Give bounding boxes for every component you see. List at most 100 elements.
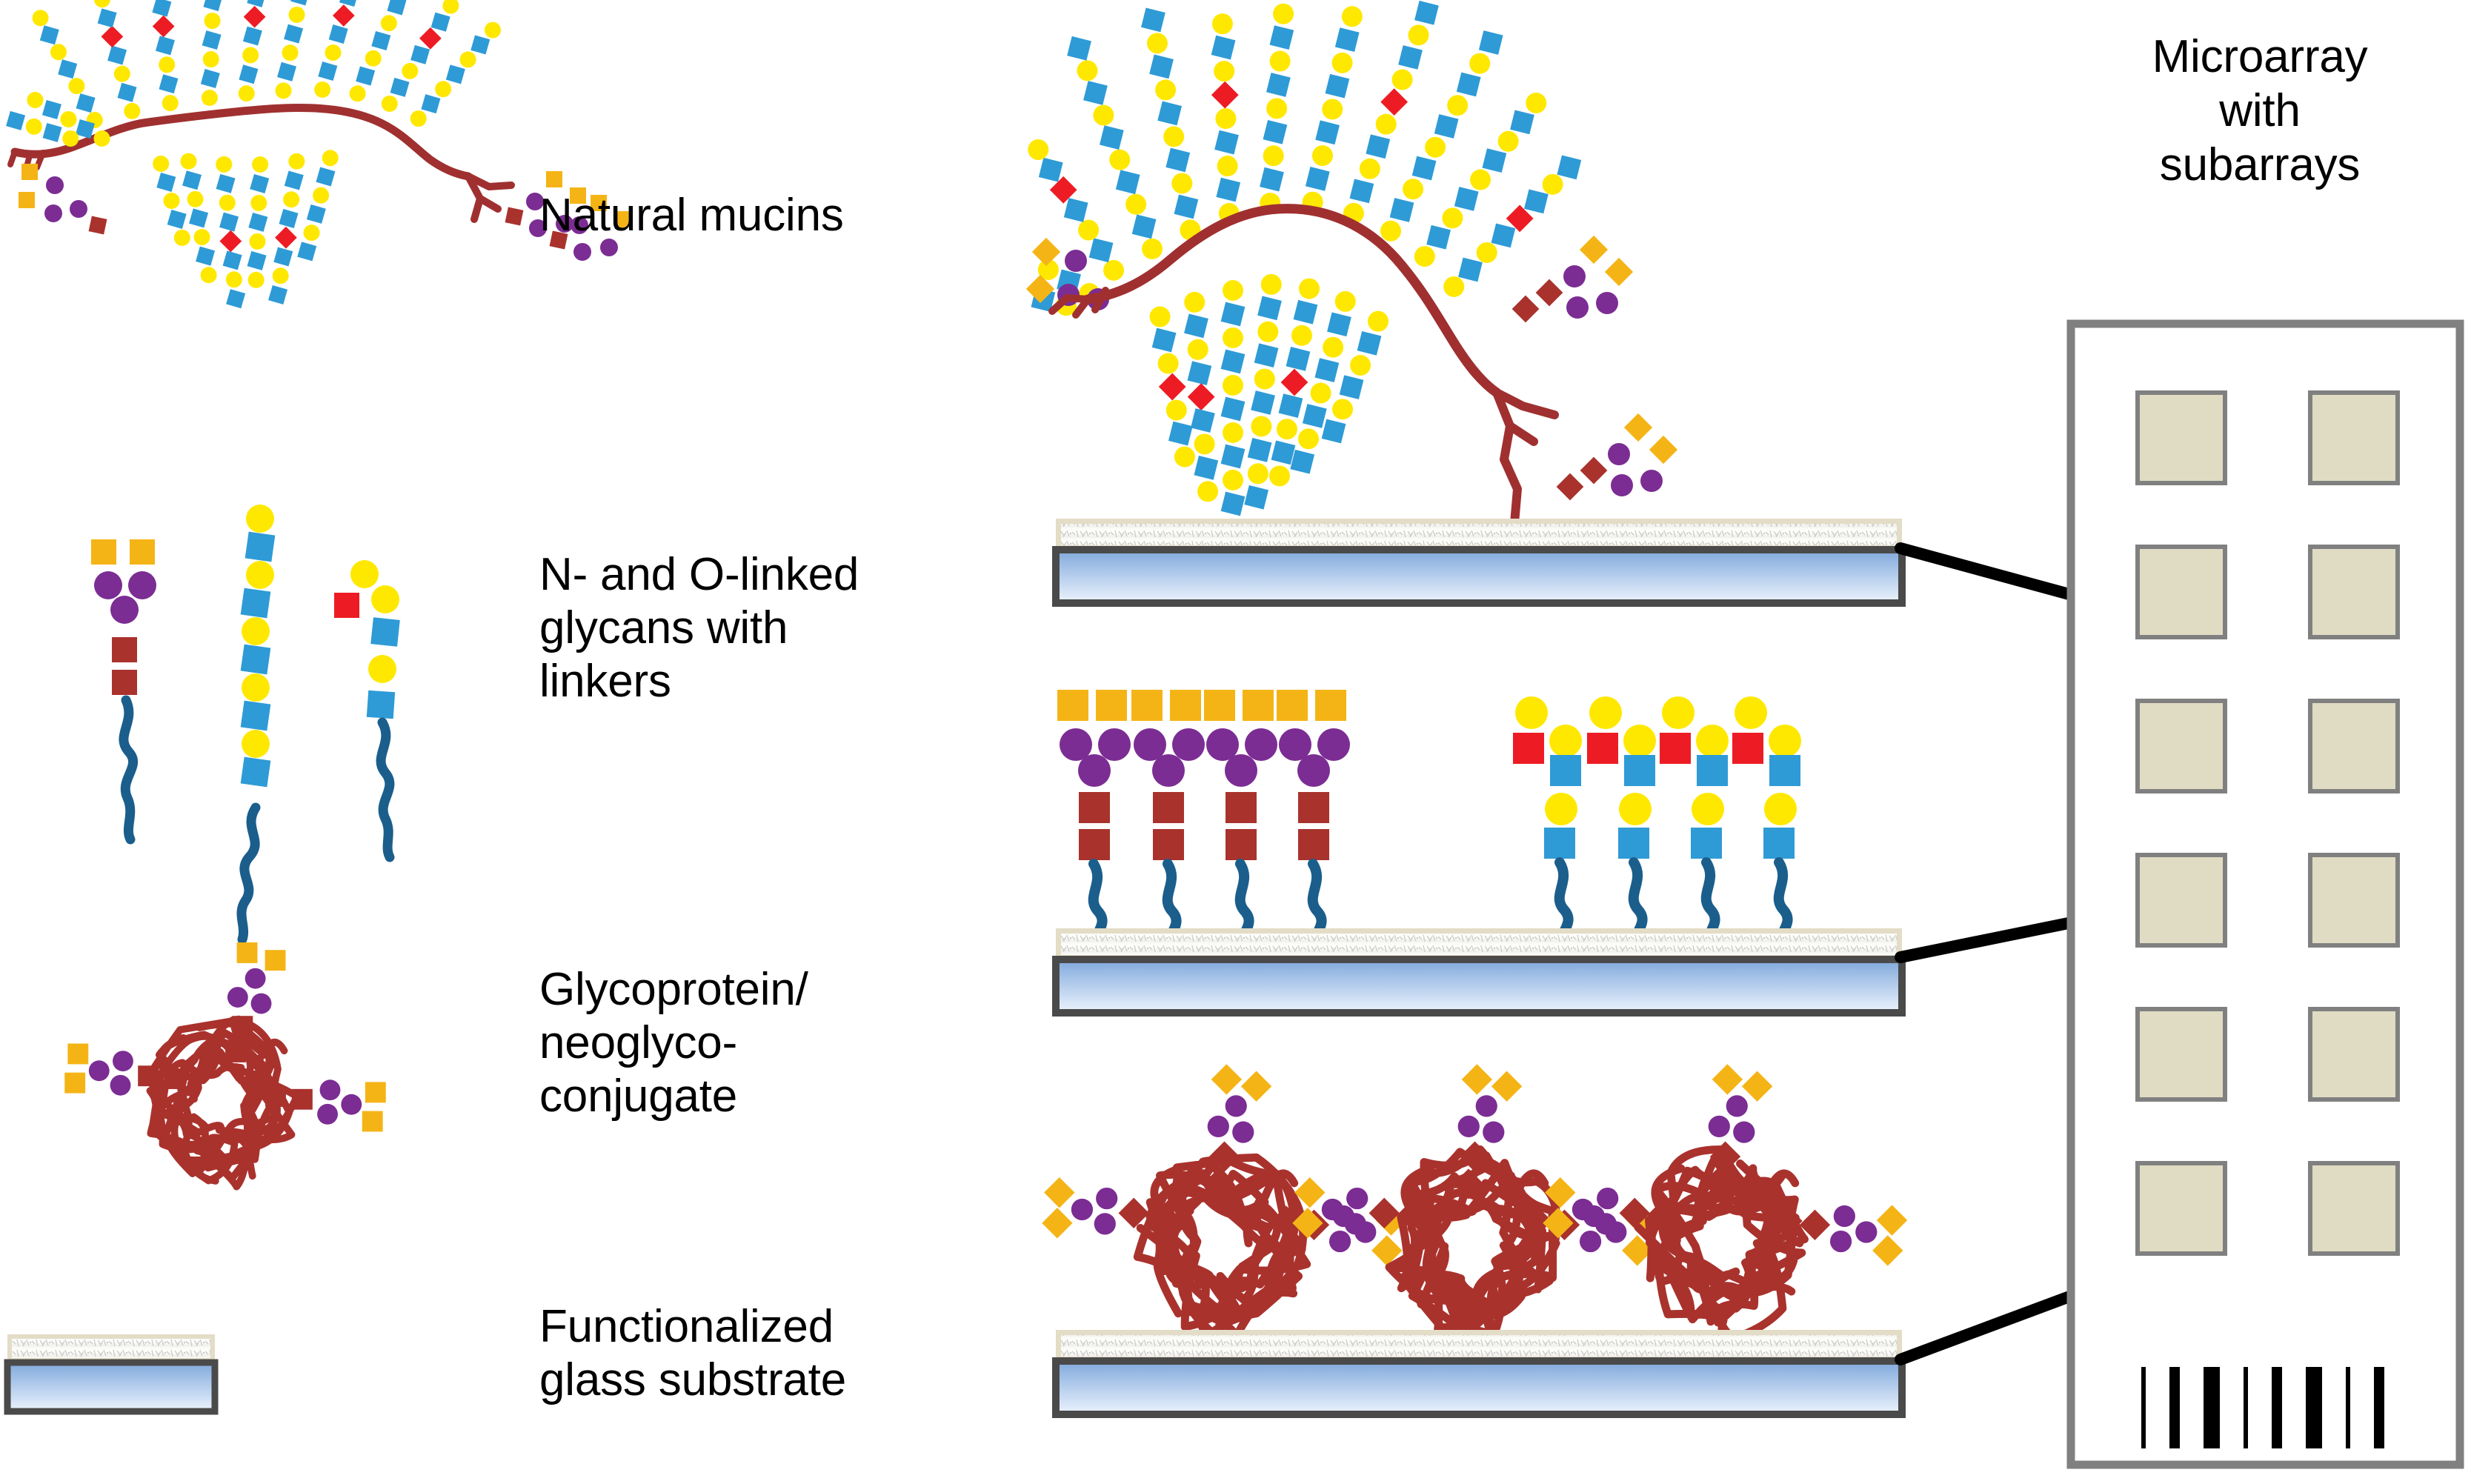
glycan-mannose-purple [70, 200, 87, 218]
glycan-galactose-yellow [1028, 139, 1049, 161]
subarray-row4-col2[interactable] [2308, 853, 2400, 948]
protein-attachment-stem [1466, 1316, 1477, 1390]
glycan-glcnac-blue [1063, 198, 1088, 222]
glycan-mannose-purple [1332, 1205, 1354, 1228]
glycan-glcnac-blue [203, 0, 223, 12]
glycan-galnac-orange [1461, 1064, 1493, 1095]
glycan-galactose-yellow [1442, 207, 1463, 229]
subarray-row3-col2[interactable] [2308, 699, 2400, 793]
left-free-glycans-illustration [91, 505, 400, 945]
glycan-glcnac-blue [318, 61, 338, 81]
glycan-mannose-purple [1207, 1115, 1229, 1138]
glycan-mannose-purple [1475, 1095, 1497, 1117]
glycan-glcnac-blue [75, 119, 95, 139]
glycan-galactose-yellow [1211, 13, 1233, 35]
microarray-slide[interactable] [2066, 319, 2464, 1469]
glycan-arm [1521, 1205, 1657, 1266]
glycan-glcnac-blue [202, 30, 222, 50]
glycan-glcnac-blue [1263, 119, 1288, 144]
glycan-glcnac-blue [1088, 238, 1114, 263]
glycan-galnac-orange [21, 164, 38, 180]
glycan-glcnac-blue [1339, 375, 1364, 400]
glycan-linker [1554, 857, 1574, 996]
glycan-glcnac-blue [1031, 287, 1056, 312]
glycan-glcnac-blue [1349, 179, 1374, 204]
subarray-row6-col1[interactable] [2135, 1161, 2227, 1256]
glycan-glcnac-blue [410, 44, 430, 64]
glycan-mannose-purple [319, 1079, 341, 1101]
glycan-galactose-yellow [1251, 416, 1272, 437]
glycan-galactose-yellow [1476, 242, 1497, 263]
glycan-galactose-yellow [459, 51, 476, 68]
glycan-galactose-yellow [1223, 470, 1243, 490]
subarray-row6-col2[interactable] [2308, 1161, 2400, 1256]
subarray-row1-col1[interactable] [2135, 390, 2227, 485]
glycan-galactose-yellow [288, 6, 305, 23]
subarray-row2-col1[interactable] [2135, 545, 2227, 639]
subarray-row3-col1[interactable] [2135, 699, 2227, 793]
left-functionalized-substrate [4, 1334, 219, 1415]
glycan-galactose-yellow [216, 156, 233, 173]
protein-core [1634, 1145, 1809, 1342]
glycan-galnac-orange [1204, 690, 1235, 721]
glycan-glcnac-blue [76, 93, 96, 113]
glycan-galactose-yellow [27, 92, 44, 108]
left-natural-mucin-illustration [6, 0, 631, 309]
glycan-fucose-red [1211, 81, 1239, 109]
glycan-galactose-yellow [303, 224, 320, 242]
glycan-galactose-yellow [1623, 725, 1656, 757]
glycan-galactose-yellow [288, 153, 305, 170]
glycan-core-darkred [112, 670, 137, 695]
glycan-galactose-yellow [322, 150, 339, 167]
glycan-linker [1773, 857, 1793, 996]
glycan-galactose-yellow [1545, 793, 1577, 825]
glycan-galactose-yellow [1180, 219, 1201, 241]
subarray-row2-col2[interactable] [2308, 545, 2400, 639]
glycan-fucose-red [243, 5, 266, 28]
glycan-mannose-purple [88, 1060, 110, 1082]
glycan-fucose-red [1587, 733, 1618, 764]
glycan-galactose-yellow [368, 655, 396, 683]
glycan-galactose-yellow [1497, 130, 1519, 152]
glycan-galnac-orange [1240, 1071, 1272, 1102]
glycan-linker [1628, 857, 1648, 996]
glycan-galnac-orange [1712, 1064, 1743, 1095]
glycan-galnac-orange [1131, 690, 1163, 721]
glycan-glcnac-blue [1278, 393, 1303, 419]
glycan-galactose-yellow [1254, 368, 1275, 390]
glycan-fucose-red [275, 226, 297, 249]
glycan-galactose-yellow [1247, 463, 1268, 485]
glycan-glcnac-blue [1544, 828, 1575, 859]
glycan-linker [1700, 857, 1720, 996]
label-natural-mucins: Natural mucins [539, 190, 844, 241]
glycan-galactose-yellow [1218, 203, 1240, 224]
glycan-galactose-yellow [1359, 158, 1380, 179]
glycan-core-darkred [1799, 1209, 1831, 1240]
glycan-galactose-yellow [325, 44, 342, 61]
glycan-galnac-orange [1741, 1071, 1773, 1102]
glycan-galactose-yellow [1269, 50, 1291, 72]
glycan-glcnac-blue [240, 588, 271, 619]
glycan-glcnac-blue [290, 0, 310, 6]
glycan-galactose-yellow [313, 187, 330, 204]
glycan-galactose-yellow [381, 95, 398, 112]
glycan-galactose-yellow [162, 95, 179, 112]
glycan-fucose-red [1158, 373, 1186, 401]
glycan-galactose-yellow [1273, 3, 1294, 24]
glycan-galactose-yellow [1769, 725, 1801, 757]
glycan-mannose-purple [1297, 754, 1330, 787]
glycan-galactose-yellow [180, 153, 197, 170]
barcode-bar-3 [2204, 1367, 2220, 1448]
glycan-glcnac-blue [1057, 269, 1081, 294]
glycan-glcnac-blue [1211, 35, 1236, 60]
subarray-row1-col2[interactable] [2308, 390, 2400, 485]
glycan-galnac-orange [1876, 1205, 1908, 1236]
glycan-glcnac-blue [387, 0, 407, 16]
glycan-mannose-purple [110, 596, 139, 624]
glycan-mannose-purple [1206, 728, 1239, 761]
glycan-core-darkred [1225, 829, 1257, 860]
subarray-row4-col1[interactable] [2135, 853, 2227, 948]
subarray-row5-col1[interactable] [2135, 1007, 2227, 1102]
glycan-galnac-orange [1649, 435, 1678, 465]
subarray-row5-col2[interactable] [2308, 1007, 2400, 1102]
